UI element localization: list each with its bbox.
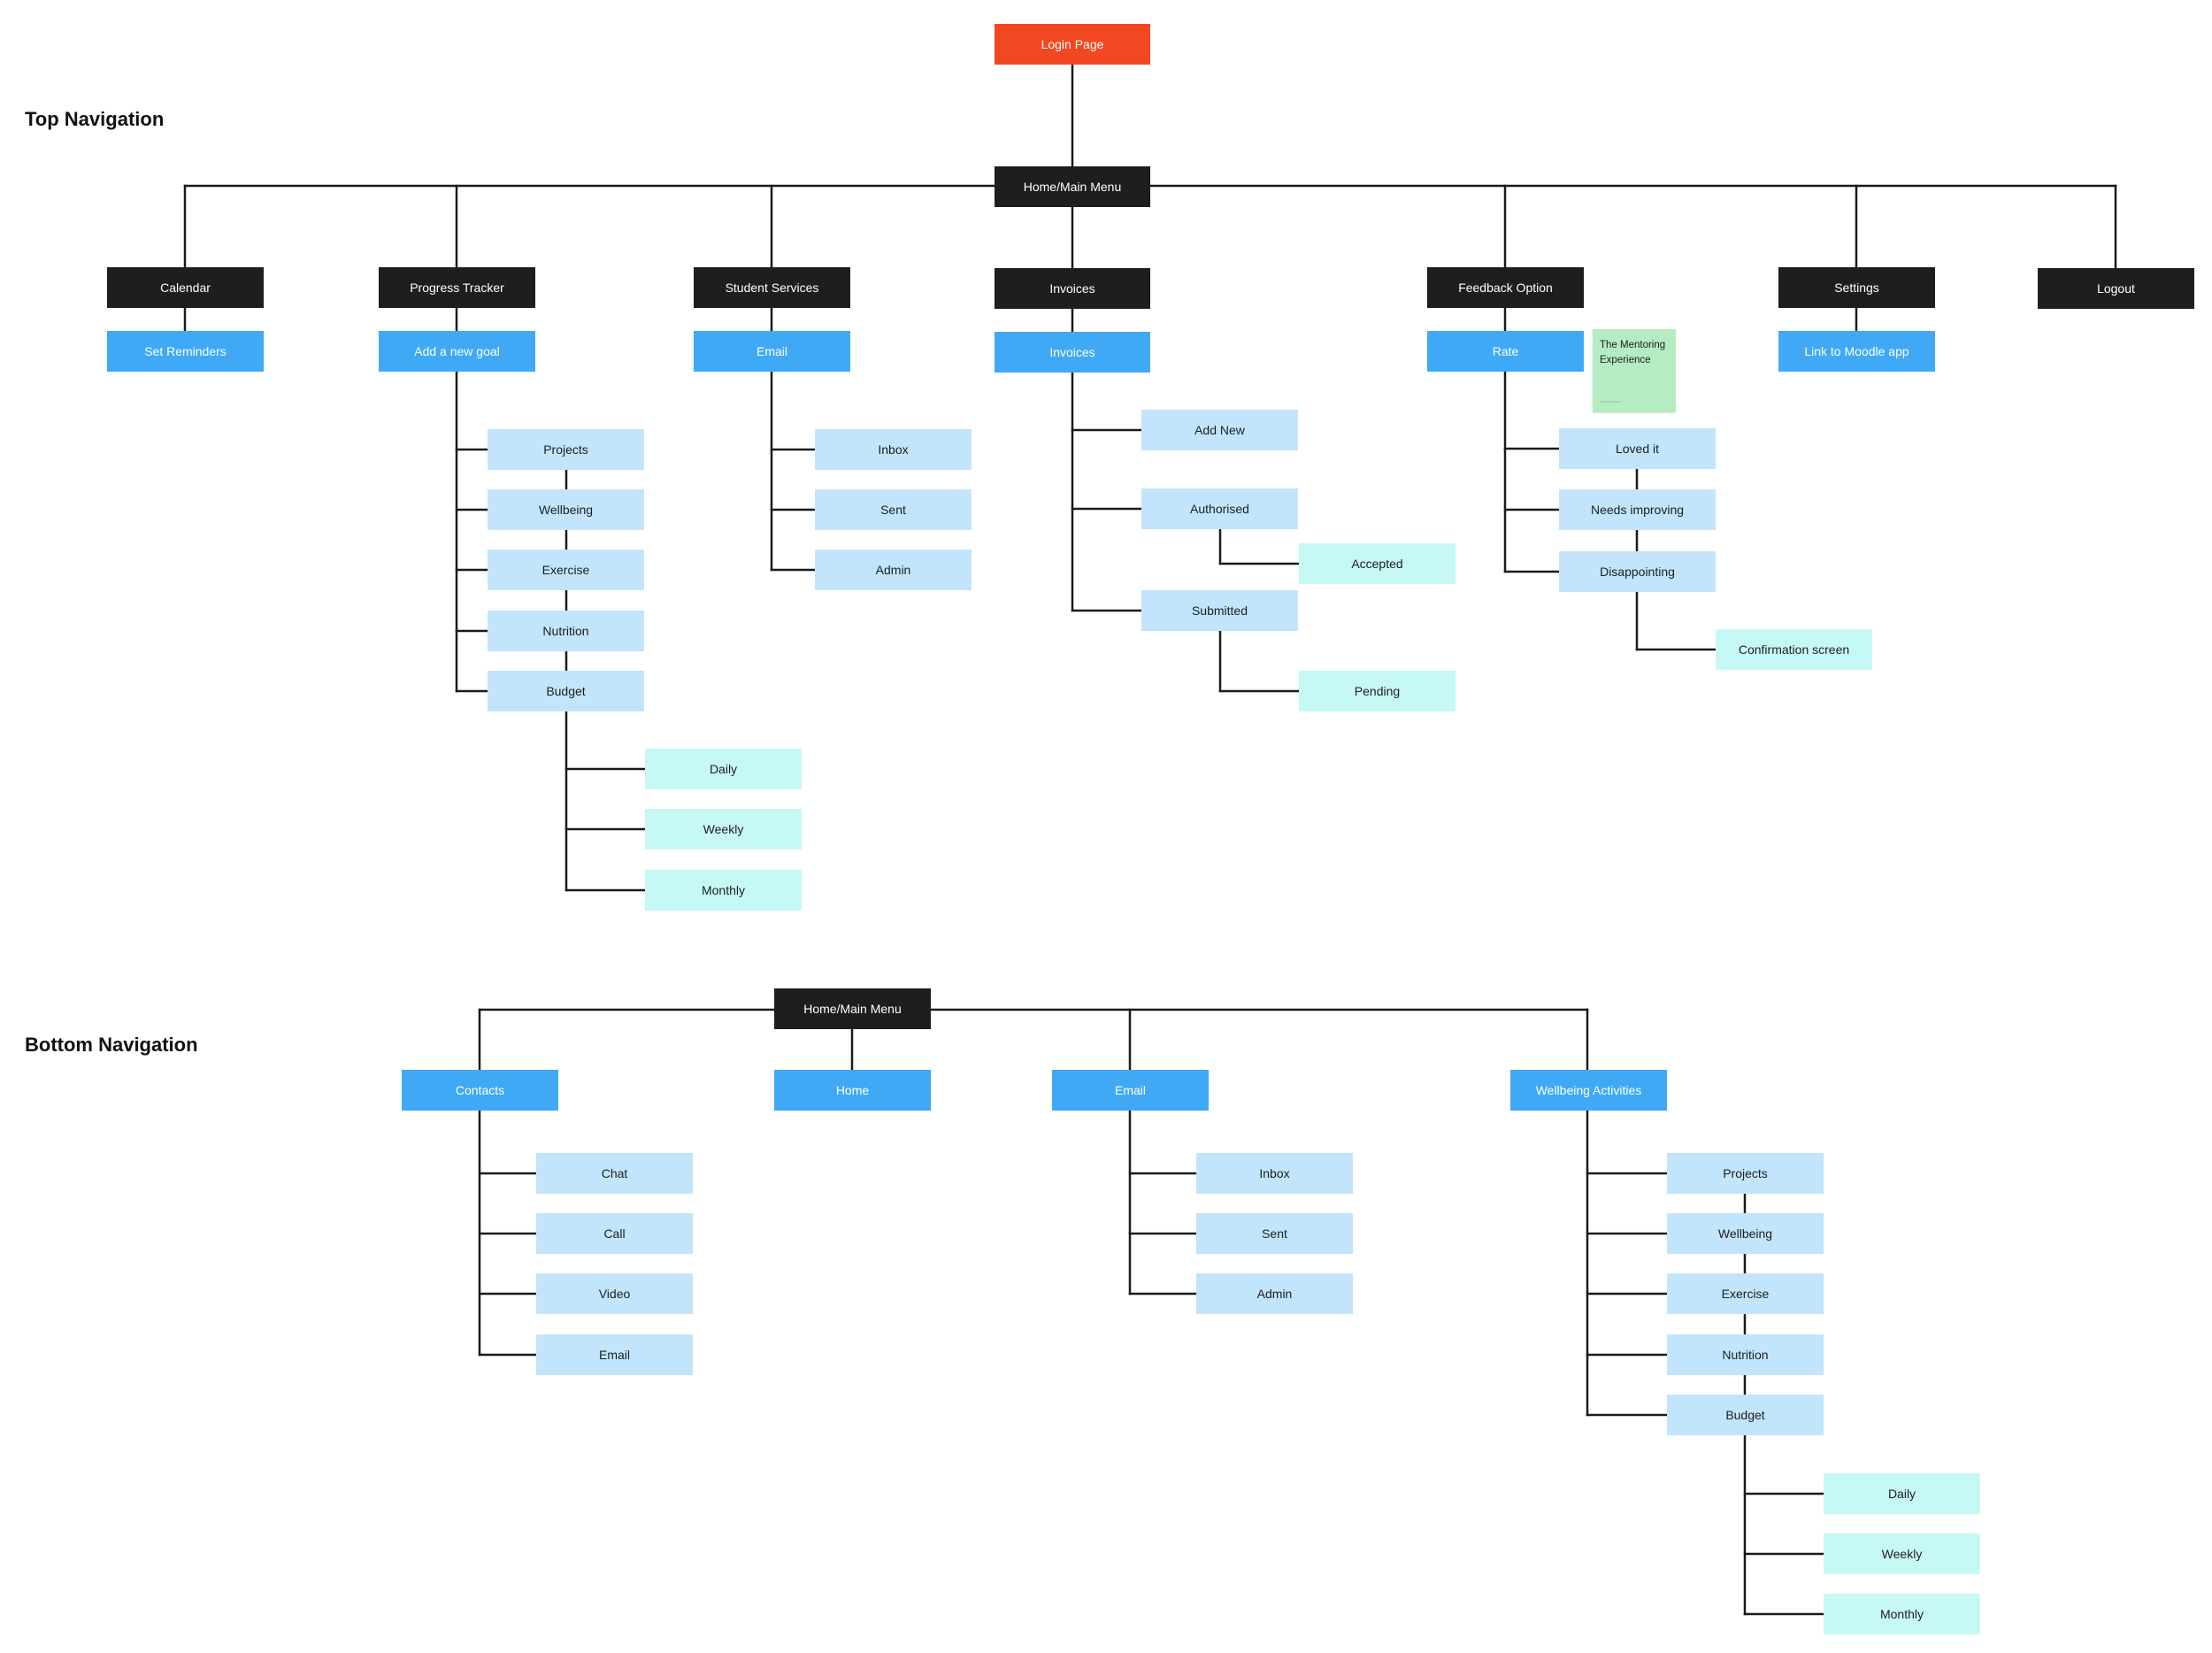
node-wa-monthly[interactable]: Monthly	[1824, 1594, 1980, 1634]
node-wa-weekly[interactable]: Weekly	[1824, 1534, 1980, 1574]
node-login-page[interactable]: Login Page	[995, 24, 1150, 65]
node-wellbeing-activities[interactable]: Wellbeing Activities	[1510, 1070, 1667, 1111]
node-authorised[interactable]: Authorised	[1141, 488, 1298, 529]
node-add-new[interactable]: Add New	[1141, 410, 1298, 450]
node-set-reminders[interactable]: Set Reminders	[107, 331, 264, 372]
node-pt-exercise[interactable]: Exercise	[488, 550, 644, 590]
node-pt-nutrition[interactable]: Nutrition	[488, 611, 644, 651]
node-bottom-sent[interactable]: Sent	[1196, 1213, 1353, 1254]
node-pt-projects[interactable]: Projects	[488, 429, 644, 470]
node-video[interactable]: Video	[536, 1273, 693, 1314]
node-bottom-admin[interactable]: Admin	[1196, 1273, 1353, 1314]
node-logout[interactable]: Logout	[2038, 268, 2194, 309]
node-ss-sent[interactable]: Sent	[815, 489, 972, 530]
node-ss-inbox[interactable]: Inbox	[815, 429, 972, 470]
node-home[interactable]: Home	[774, 1070, 931, 1111]
node-invoices[interactable]: Invoices	[995, 332, 1150, 373]
node-home-main-menu-bottom[interactable]: Home/Main Menu	[774, 988, 931, 1029]
node-pt-daily[interactable]: Daily	[645, 749, 802, 789]
node-bottom-inbox[interactable]: Inbox	[1196, 1153, 1353, 1194]
node-needs-improving[interactable]: Needs improving	[1559, 489, 1716, 530]
bottom-navigation-title: Bottom Navigation	[25, 1034, 198, 1056]
node-chat[interactable]: Chat	[536, 1153, 693, 1194]
node-bottom-email[interactable]: Email	[1052, 1070, 1209, 1111]
node-call[interactable]: Call	[536, 1213, 693, 1254]
sticky-note-author-signature: ~~~~~~~~	[1600, 399, 1621, 405]
node-ss-email[interactable]: Email	[694, 331, 850, 372]
node-student-services[interactable]: Student Services	[694, 267, 850, 308]
node-wa-wellbeing[interactable]: Wellbeing	[1667, 1213, 1824, 1254]
node-rate[interactable]: Rate	[1427, 331, 1584, 372]
top-navigation-title: Top Navigation	[25, 108, 165, 130]
node-disappointing[interactable]: Disappointing	[1559, 551, 1716, 592]
node-home-main-menu-top[interactable]: Home/Main Menu	[995, 166, 1150, 207]
node-pending[interactable]: Pending	[1299, 671, 1455, 711]
node-contacts-email[interactable]: Email	[536, 1334, 693, 1375]
node-wa-daily[interactable]: Daily	[1824, 1473, 1980, 1514]
node-contacts[interactable]: Contacts	[402, 1070, 558, 1111]
node-calendar[interactable]: Calendar	[107, 267, 264, 308]
node-link-to-moodle-app[interactable]: Link to Moodle app	[1778, 331, 1935, 372]
node-feedback-option[interactable]: Feedback Option	[1427, 267, 1584, 308]
node-progress-tracker[interactable]: Progress Tracker	[379, 267, 535, 308]
node-wa-budget[interactable]: Budget	[1667, 1395, 1824, 1435]
node-accepted[interactable]: Accepted	[1299, 543, 1455, 584]
node-settings[interactable]: Settings	[1778, 267, 1935, 308]
sticky-note: The Mentoring Experience ~~~~~~~~	[1593, 329, 1676, 412]
node-wa-projects[interactable]: Projects	[1667, 1153, 1824, 1194]
node-pt-monthly[interactable]: Monthly	[645, 870, 802, 911]
node-confirmation-screen[interactable]: Confirmation screen	[1716, 629, 1872, 670]
node-invoices-header[interactable]: Invoices	[995, 268, 1150, 309]
node-add-new-goal[interactable]: Add a new goal	[379, 331, 535, 372]
node-ss-admin[interactable]: Admin	[815, 550, 972, 590]
node-submitted[interactable]: Submitted	[1141, 590, 1298, 631]
sticky-note-text: The Mentoring Experience	[1600, 340, 1666, 365]
node-wa-nutrition[interactable]: Nutrition	[1667, 1334, 1824, 1375]
node-pt-budget[interactable]: Budget	[488, 671, 644, 711]
node-wa-exercise[interactable]: Exercise	[1667, 1273, 1824, 1314]
node-pt-weekly[interactable]: Weekly	[645, 809, 802, 850]
node-loved-it[interactable]: Loved it	[1559, 428, 1716, 469]
node-pt-wellbeing[interactable]: Wellbeing	[488, 489, 644, 530]
